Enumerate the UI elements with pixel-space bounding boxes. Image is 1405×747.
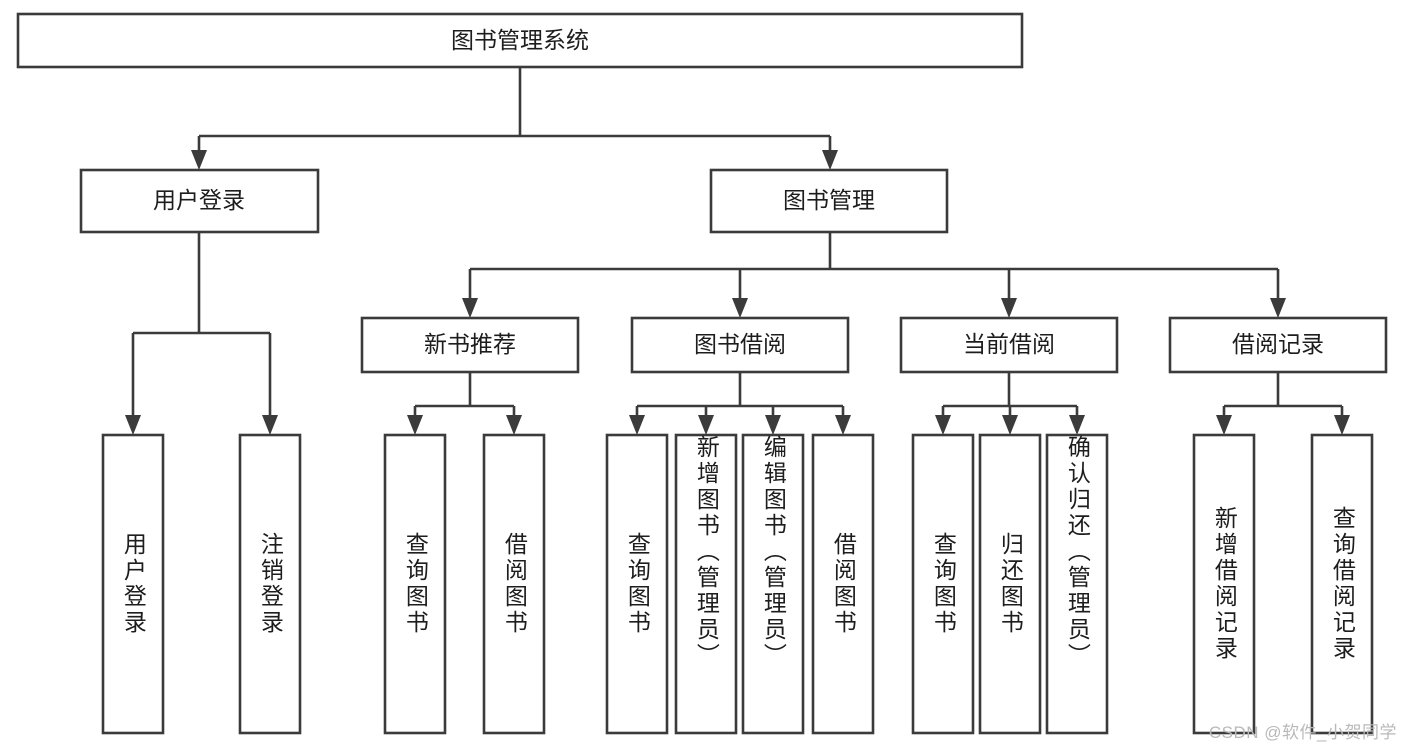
node-leaf-borrow-0[interactable] <box>605 433 669 735</box>
node-leaf-borrow-1[interactable] <box>674 433 738 735</box>
node-book-management[interactable] <box>709 168 949 234</box>
node-user-login[interactable] <box>79 168 320 234</box>
arrow-record-leaf2 <box>1334 415 1350 435</box>
arrow-bookmgmt-to-newbook <box>462 298 478 318</box>
arrow-userlogin-leaf1 <box>125 415 141 435</box>
node-new-book-recommend[interactable] <box>360 316 580 374</box>
node-leaf-new-book-0[interactable] <box>383 433 447 735</box>
arrow-borrow-leaf2 <box>698 415 714 435</box>
arrow-bookmgmt-to-current <box>1001 298 1017 318</box>
arrow-current-leaf2 <box>1002 415 1018 435</box>
node-root[interactable] <box>16 12 1024 69</box>
node-book-borrow[interactable] <box>630 316 850 374</box>
arrow-newbook-leaf2 <box>506 415 522 435</box>
node-current-borrow[interactable] <box>899 316 1119 374</box>
arrow-userlogin-leaf2 <box>262 415 278 435</box>
arrow-newbook-leaf1 <box>407 415 423 435</box>
arrow-record-leaf1 <box>1216 415 1232 435</box>
arrow-current-leaf3 <box>1069 415 1085 435</box>
node-leaf-new-book-1[interactable] <box>482 433 546 735</box>
node-current-borrow-label: 当前借阅 <box>963 331 1055 357</box>
arrow-root-to-book-mgmt <box>822 150 838 170</box>
node-borrow-record[interactable] <box>1168 316 1388 374</box>
node-leaf-current-1[interactable] <box>978 433 1042 735</box>
connectors-group <box>125 67 1350 435</box>
arrow-borrow-leaf1 <box>629 415 645 435</box>
arrow-bookmgmt-to-borrow <box>732 298 748 318</box>
node-leaf-current-2[interactable] <box>1045 433 1109 735</box>
horizontal-labels-group: 图书管理系统 用户登录 图书管理 新书推荐 图书借阅 当前借阅 借阅记录 <box>153 27 1324 357</box>
arrow-current-leaf1 <box>935 415 951 435</box>
node-leaf-user-login-1[interactable] <box>238 433 302 735</box>
node-new-book-recommend-label: 新书推荐 <box>424 331 516 357</box>
arrow-borrow-leaf3 <box>765 415 781 435</box>
arrow-root-to-user-login <box>191 150 207 170</box>
node-book-borrow-label: 图书借阅 <box>694 331 786 357</box>
arrow-bookmgmt-to-record <box>1270 298 1286 318</box>
node-leaf-current-0[interactable] <box>911 433 975 735</box>
node-root-label: 图书管理系统 <box>451 27 589 53</box>
node-leaf-borrow-2[interactable] <box>741 433 805 735</box>
node-leaf-user-login-0[interactable] <box>101 433 165 735</box>
node-book-management-label: 图书管理 <box>783 187 875 213</box>
node-leaf-record-0[interactable] <box>1192 433 1256 735</box>
arrow-borrow-leaf4 <box>835 415 851 435</box>
node-leaf-borrow-3[interactable] <box>811 433 875 735</box>
node-borrow-record-label: 借阅记录 <box>1232 331 1324 357</box>
node-leaf-record-1[interactable] <box>1310 433 1374 735</box>
node-user-login-label: 用户登录 <box>153 187 245 213</box>
csdn-watermark: CSDN @软件_小贺同学 <box>1208 723 1397 742</box>
nodes-group <box>16 12 1388 735</box>
